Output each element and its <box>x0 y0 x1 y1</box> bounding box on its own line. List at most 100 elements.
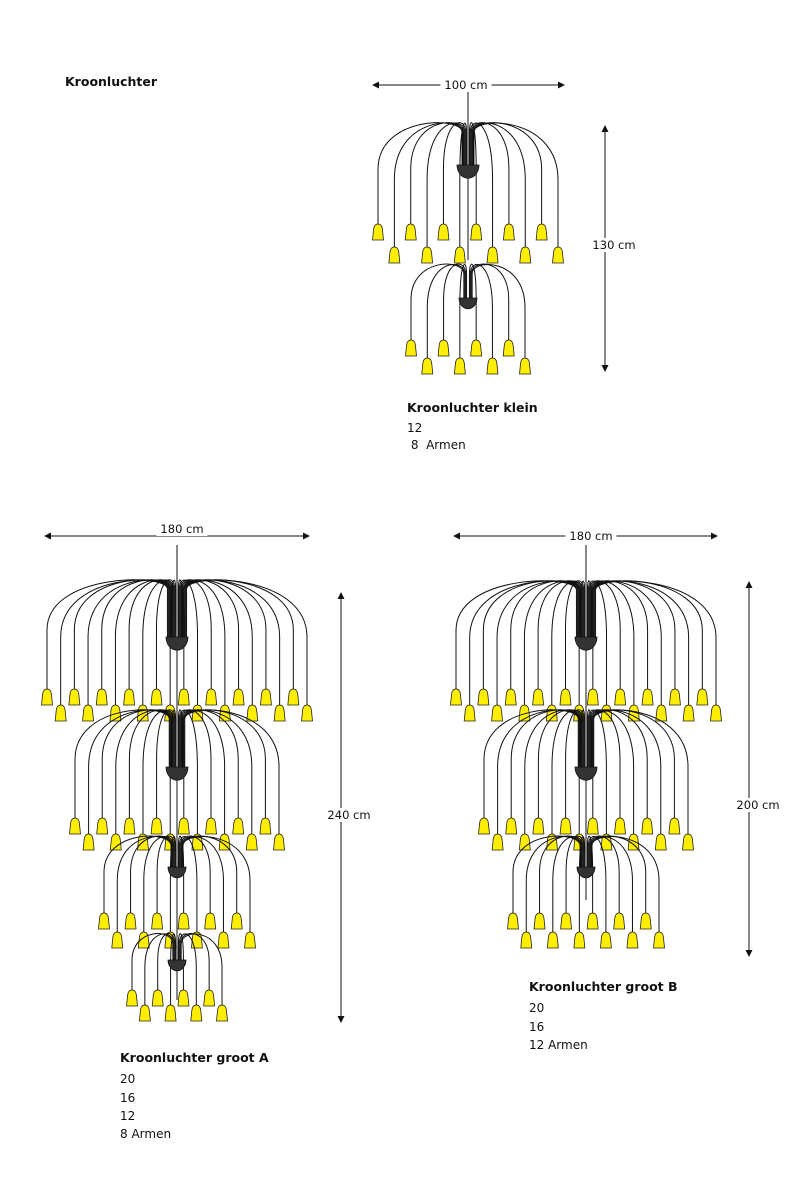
bulb <box>655 704 668 722</box>
arm <box>595 580 717 706</box>
bowl <box>574 636 598 651</box>
arm <box>593 709 689 835</box>
arm <box>470 122 510 225</box>
bulb <box>204 912 217 930</box>
arm <box>393 122 464 248</box>
arrow-up-icon <box>745 581 753 588</box>
bulb <box>421 357 434 375</box>
bulb <box>639 912 652 930</box>
bulb <box>486 246 499 264</box>
bulb <box>232 688 245 706</box>
arrow-right-icon <box>558 81 565 89</box>
bulb <box>586 817 599 835</box>
bulb <box>218 833 231 851</box>
bulb <box>627 833 640 851</box>
klein-height-label: 130 cm <box>588 238 640 252</box>
bulb <box>614 688 627 706</box>
arm <box>537 580 583 690</box>
arm <box>551 580 584 706</box>
arm <box>539 835 583 914</box>
arm <box>128 579 174 690</box>
arm <box>157 933 176 991</box>
bulb <box>126 989 138 1007</box>
bulb <box>205 688 218 706</box>
bulb <box>109 833 122 851</box>
arm <box>497 709 580 835</box>
arm <box>377 122 463 225</box>
arm <box>591 836 660 933</box>
bulb <box>491 833 504 851</box>
groot-b-arms-line: 20 <box>529 1001 545 1015</box>
bowl <box>576 866 596 879</box>
bulb <box>177 912 190 930</box>
klein-title: Kroonluchter klein <box>407 400 538 415</box>
bulb <box>98 912 110 930</box>
groot-a-arms-line: 8 Armen <box>120 1127 172 1141</box>
arm <box>426 122 466 248</box>
groot-b-arms-line: 12 Armen <box>529 1038 588 1052</box>
bulb <box>150 817 163 835</box>
bowl <box>458 297 478 310</box>
arm <box>593 580 690 706</box>
arm <box>591 709 662 835</box>
arm <box>180 579 226 706</box>
arm <box>592 580 676 690</box>
arm <box>410 122 465 225</box>
arm <box>131 933 174 991</box>
bulb <box>177 817 190 835</box>
arm <box>591 580 662 706</box>
bulb <box>505 817 518 835</box>
arm <box>552 836 584 933</box>
arm <box>169 579 177 706</box>
arm <box>525 836 582 933</box>
bulb <box>463 704 476 722</box>
bulb <box>54 704 67 722</box>
bulb <box>230 912 243 930</box>
arm <box>524 709 582 835</box>
arm <box>470 263 510 341</box>
bulb <box>486 357 499 375</box>
bulb <box>82 833 95 851</box>
bulb <box>450 688 462 706</box>
bulb <box>453 246 466 264</box>
arm <box>88 709 171 835</box>
arm <box>60 579 169 706</box>
arm <box>426 264 466 359</box>
arm <box>46 579 168 690</box>
arrow-down-icon <box>601 365 609 372</box>
arm <box>182 836 251 933</box>
bulb <box>405 339 417 357</box>
arm <box>442 122 467 225</box>
arm <box>116 836 173 933</box>
bulb <box>69 817 81 835</box>
bulb <box>273 704 286 722</box>
bulb <box>68 688 81 706</box>
arm <box>114 579 173 706</box>
arm <box>142 579 175 706</box>
bulb <box>216 1004 228 1022</box>
bulb <box>502 339 515 357</box>
arm <box>443 263 467 341</box>
bulb <box>470 223 483 241</box>
bulb <box>232 817 245 835</box>
bulb <box>519 357 531 375</box>
bulb <box>123 688 136 706</box>
arm <box>180 933 223 1006</box>
bulb <box>273 833 285 851</box>
arm <box>410 263 465 341</box>
bulb <box>653 931 665 949</box>
arm <box>184 579 281 706</box>
arm <box>469 264 493 359</box>
arm <box>143 836 175 933</box>
arm <box>169 836 177 933</box>
bulb <box>535 223 548 241</box>
arm <box>537 709 583 819</box>
bulb <box>372 223 384 241</box>
bulb <box>641 688 654 706</box>
arrow-right-icon <box>711 532 718 540</box>
arm <box>578 709 586 835</box>
arm <box>455 580 577 690</box>
bulb <box>138 1004 151 1022</box>
groot-a-height-label: 240 cm <box>323 808 375 822</box>
bowl <box>456 164 480 179</box>
